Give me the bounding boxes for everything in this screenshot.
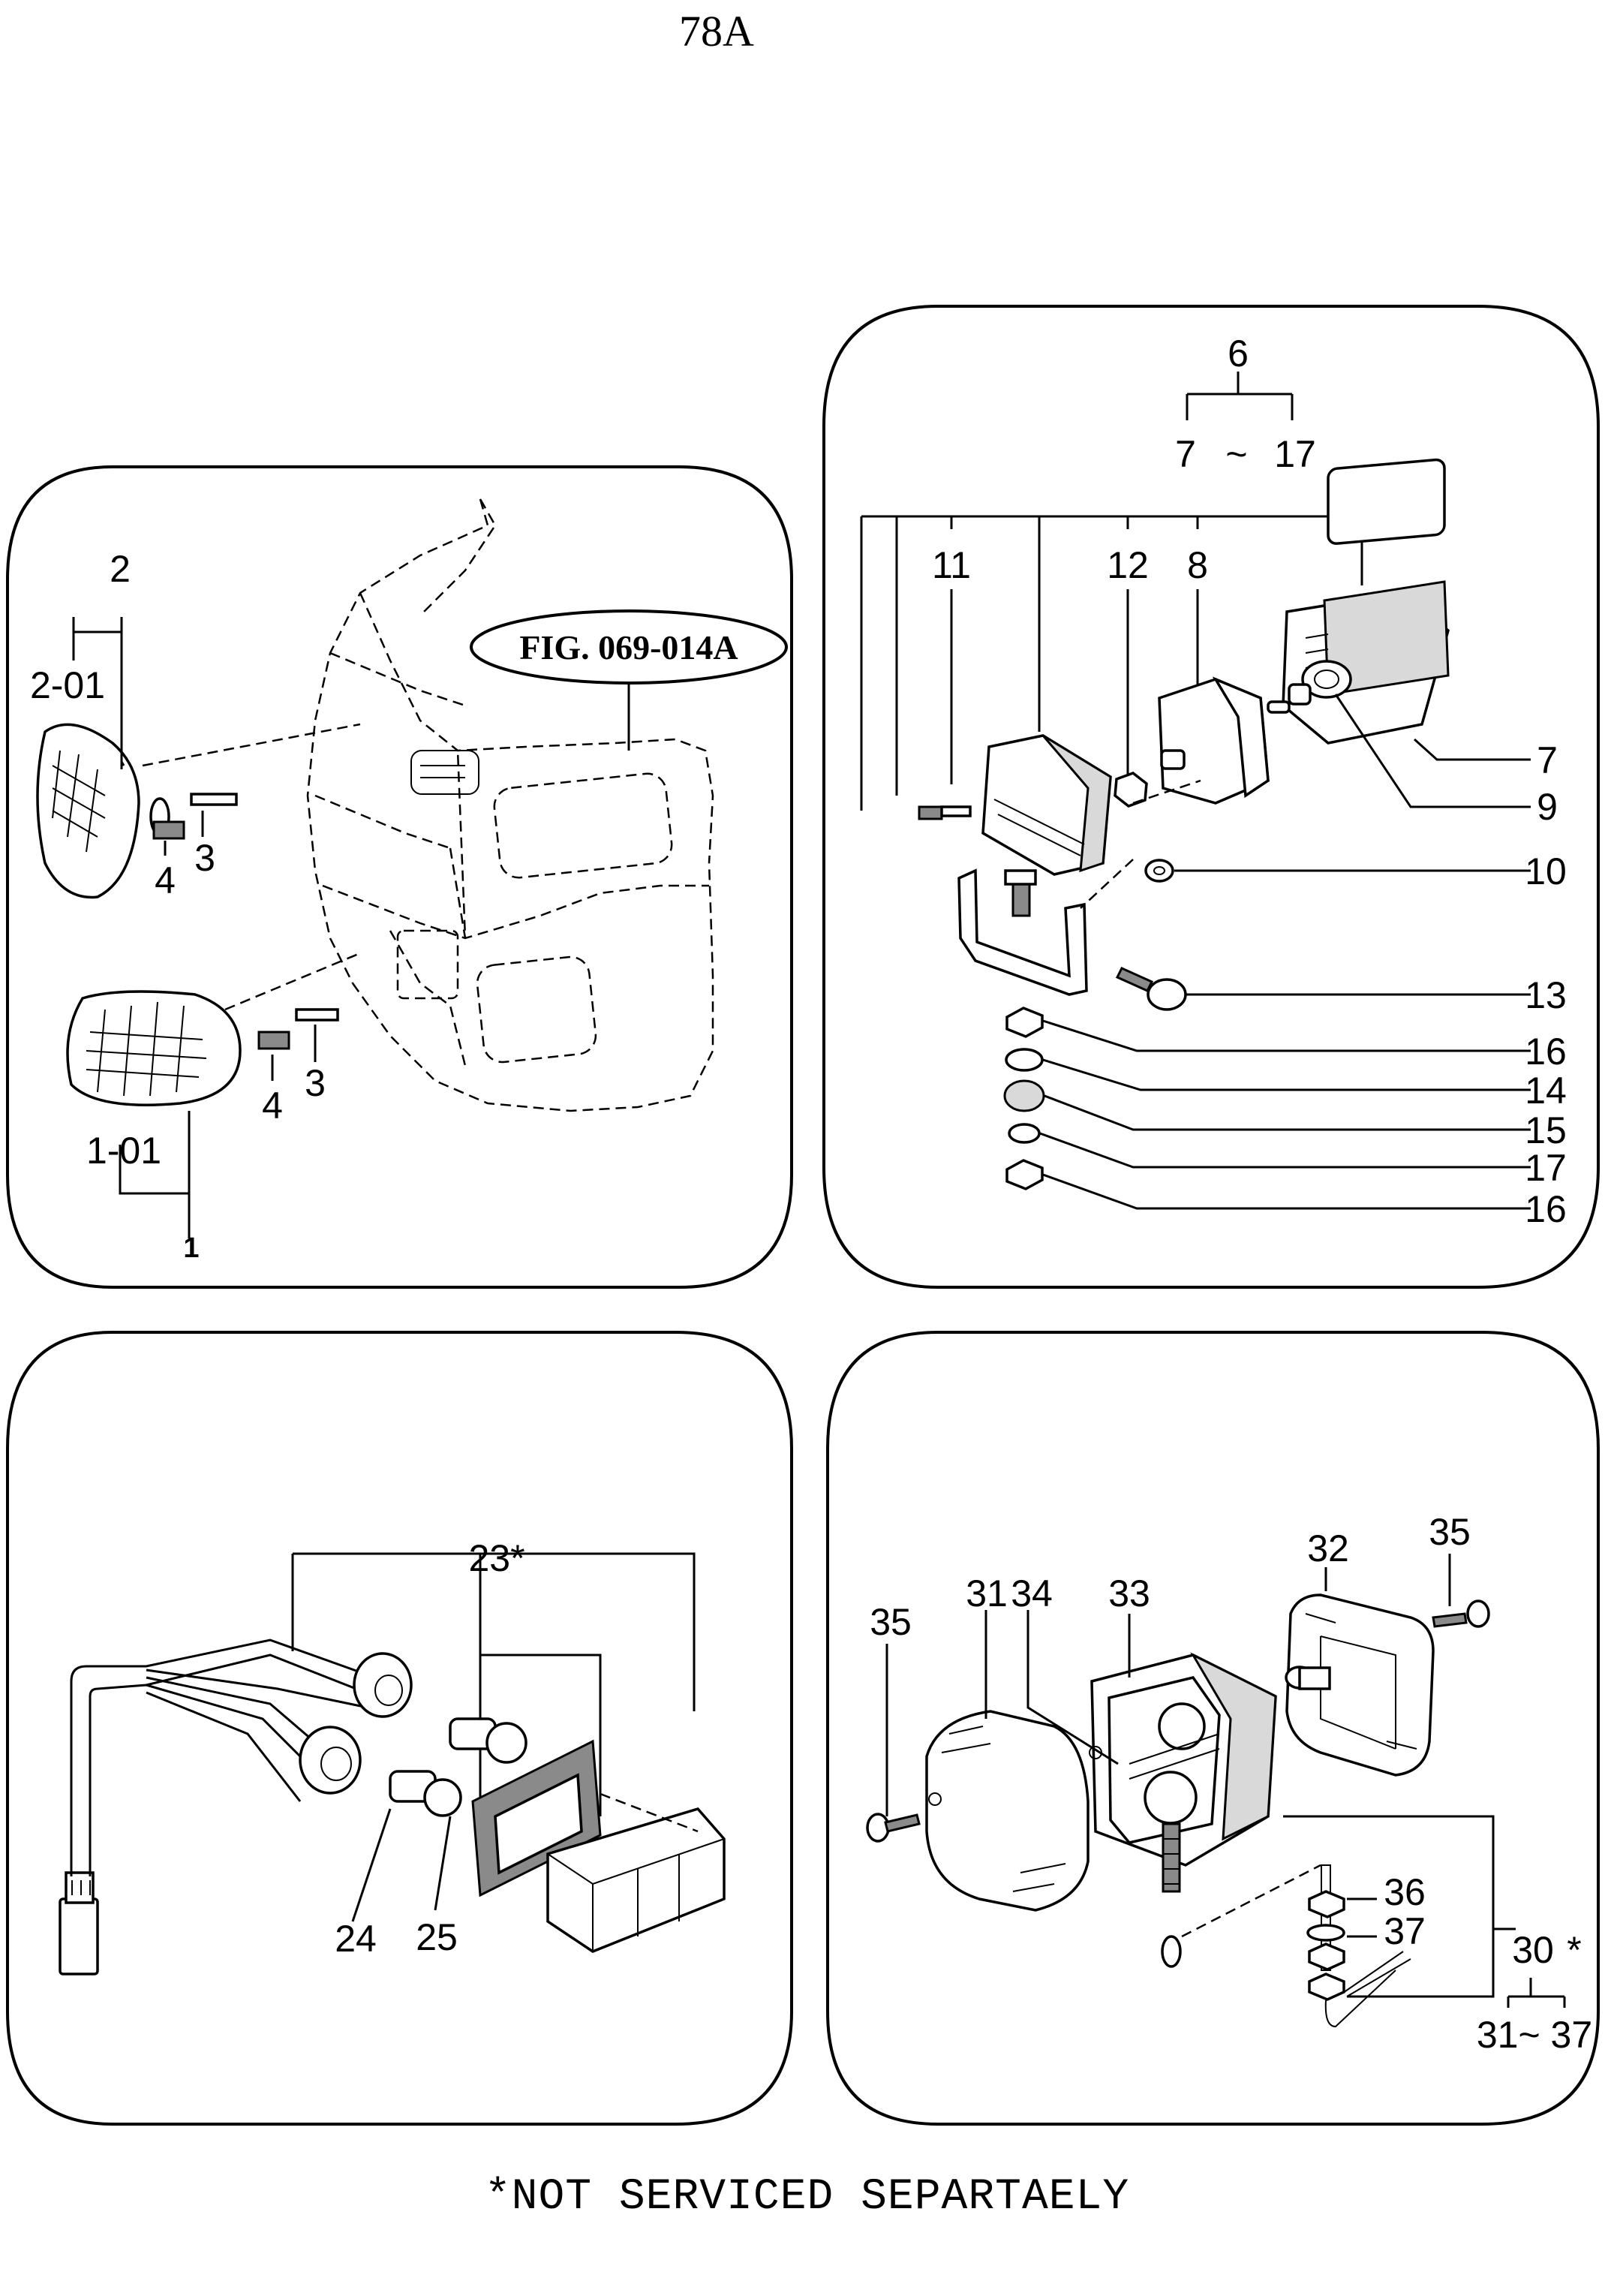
work-lamp-nut [1114, 772, 1148, 808]
panel-work-lamp: 6 7 ~ 17 11 12 8 [822, 305, 1600, 1289]
work-lamp-housing [1158, 676, 1291, 805]
fig-reference-label: FIG. 069-014A [519, 628, 738, 667]
bulbs [389, 1717, 527, 1817]
panel-rear-combination-lamp: 35 31 34 33 32 35 36 37 30 * 31~ 37 [826, 1331, 1600, 2126]
callout-range-start-7: 7 [1175, 433, 1196, 475]
callout-2: 2 [110, 548, 131, 590]
callout-16-lower: 16 [1525, 1188, 1567, 1230]
callout-36: 36 [1384, 1871, 1426, 1913]
work-lamp-cover [918, 734, 1112, 876]
wire-harness [59, 1638, 376, 1976]
callout-10: 10 [1525, 850, 1567, 892]
mounting-bracket [957, 868, 1088, 996]
lamp-lens-32 [1285, 1593, 1435, 1777]
callout-3-lower: 3 [305, 1062, 326, 1104]
work-lamp-lens [1282, 458, 1450, 745]
callout-25: 25 [416, 1916, 458, 1958]
page-number: 78A [679, 7, 754, 56]
panel-frame [826, 1331, 1600, 2126]
callout-30: 30 [1512, 1929, 1554, 1971]
panel-front-turn-lamps: FIG. 069-014A 2 2-01 4 3 [6, 465, 793, 1289]
panel-frame [6, 1331, 793, 2126]
callout-11: 11 [932, 544, 971, 586]
callout-34: 34 [1011, 1572, 1053, 1614]
panel-rear-lamp-harness: 23* [6, 1331, 793, 2126]
screw-35-left [866, 1813, 921, 1843]
callout-15: 15 [1525, 1109, 1567, 1151]
bulb-sockets [299, 1652, 413, 1795]
callout-23: 23* [468, 1537, 524, 1579]
callout-14: 14 [1525, 1070, 1567, 1112]
lamp-lens-31 [925, 1710, 1090, 1912]
callout-33: 33 [1108, 1572, 1150, 1614]
callout-35-right: 35 [1429, 1511, 1471, 1553]
callout-6: 6 [1228, 333, 1249, 375]
callout-31: 31 [966, 1572, 1008, 1614]
callout-range-tilde: ~ [1225, 433, 1247, 475]
callout-7: 7 [1537, 739, 1558, 781]
callout-17: 17 [1525, 1147, 1567, 1189]
footnote: *NOT SERVICED SEPARTAELY [484, 2173, 1130, 2222]
callout-1-01: 1-01 [86, 1130, 161, 1172]
callout-24: 24 [335, 1918, 377, 1960]
callout-35-left: 35 [870, 1601, 912, 1643]
rear-lamp-body [471, 1739, 726, 1953]
callout-13: 13 [1525, 974, 1567, 1016]
screw-35-right [1432, 1599, 1490, 1628]
mounting-hardware [1181, 1864, 1411, 2028]
work-lamp-bulb [1288, 660, 1352, 706]
callout-2-01: 2-01 [30, 664, 105, 706]
callout-1: 1 [183, 1232, 199, 1264]
upper-turn-lamp [36, 723, 361, 899]
callout-37: 37 [1384, 1910, 1426, 1952]
callout-32: 32 [1307, 1527, 1349, 1569]
callout-9: 9 [1537, 786, 1558, 828]
callout-4-upper: 4 [155, 859, 176, 901]
callout-8: 8 [1187, 544, 1208, 586]
lamp-housing-33 [1089, 1652, 1277, 1968]
washer-10 [1144, 859, 1174, 883]
callout-12: 12 [1107, 544, 1149, 586]
callout-range-end-17: 17 [1274, 433, 1316, 475]
panel-frame [822, 305, 1600, 1289]
callout-4-lower: 4 [262, 1085, 283, 1127]
callout-3-upper: 3 [194, 837, 215, 879]
bolt-13 [1115, 967, 1187, 1011]
panel-frame [6, 465, 793, 1289]
lower-turn-lamp [66, 952, 361, 1106]
callout-30-star: * [1567, 1929, 1581, 1971]
callout-16-upper: 16 [1525, 1031, 1567, 1073]
tractor-hood-outline [306, 498, 714, 1112]
callout-range-31-37: 31~ 37 [1477, 2014, 1592, 2056]
hardware-stack [1003, 1007, 1045, 1190]
